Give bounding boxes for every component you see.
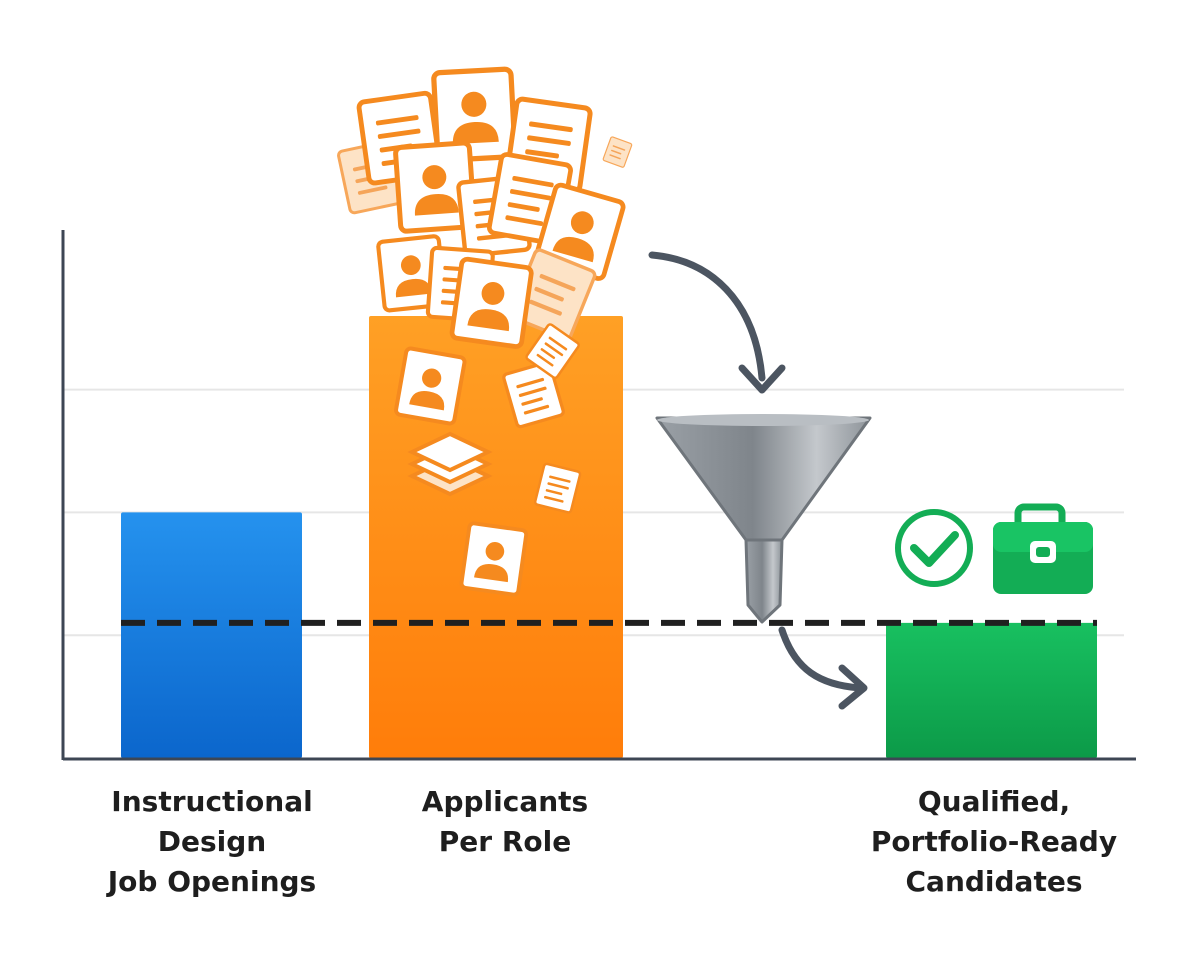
axes [61, 230, 1136, 761]
briefcase-icon [993, 503, 1093, 594]
funnel-icon [655, 414, 872, 624]
arrow-out-of-funnel [778, 626, 868, 710]
document-pile-icon [336, 69, 633, 598]
check-circle-icon [895, 509, 973, 587]
bar-qualified-candidates [886, 622, 1097, 758]
category-label-qualified-candidates: Qualified, Portfolio-Ready Candidates [870, 785, 1118, 898]
arrow-into-funnel [648, 251, 786, 394]
category-label-job-openings: Instructional Design Job Openings [107, 785, 317, 898]
bar-job-openings [121, 512, 302, 758]
category-label-applicants: Applicants Per Role [421, 785, 589, 858]
